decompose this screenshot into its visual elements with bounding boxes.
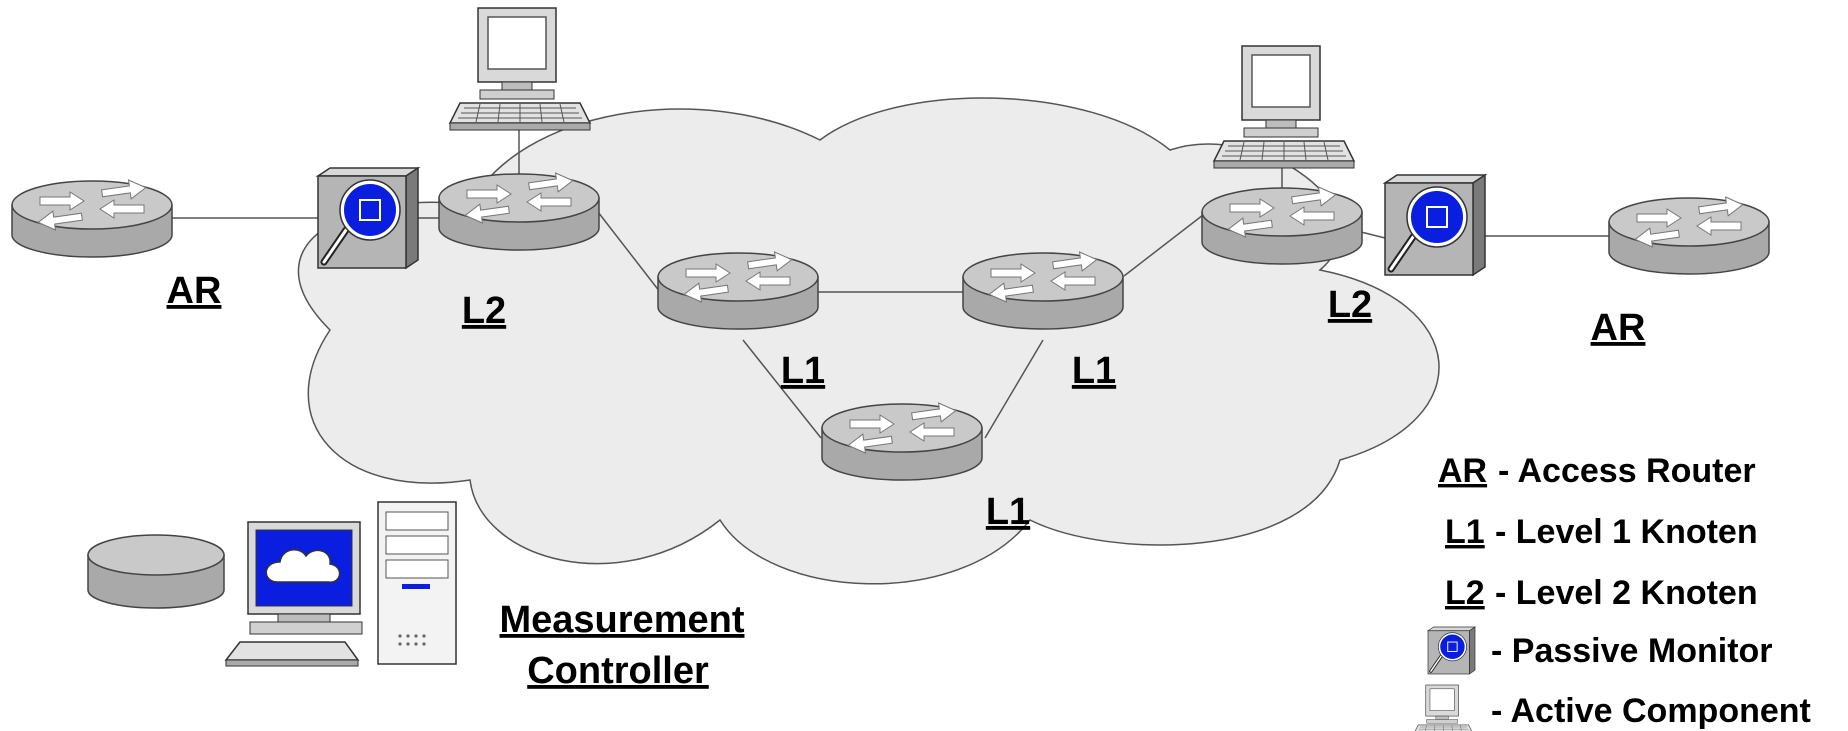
legend: AR - Access Router L1 - Level 1 Knoten L… [1413, 452, 1811, 731]
label-l2-right: L2 [1328, 284, 1372, 326]
router-l2-right [1201, 184, 1363, 265]
legend-desc-ar: - Access Router [1498, 452, 1756, 490]
router-l1-top-right [962, 249, 1124, 330]
legend-desc-l2: - Level 2 Knoten [1495, 574, 1758, 612]
measurement-controller-tower [377, 501, 457, 665]
legend-key-ar: AR [1438, 452, 1487, 490]
workstation-icon-right [1213, 45, 1355, 169]
label-l2-left: L2 [462, 290, 506, 332]
label-l1-top-left: L1 [781, 350, 825, 392]
router-l1-top-left [657, 249, 819, 330]
network-cloud [297, 97, 1440, 585]
router-l1-bottom [821, 400, 983, 481]
legend-desc-passive-monitor: - Passive Monitor [1491, 632, 1773, 670]
measurement-controller-disk [87, 534, 225, 609]
router-ar-left [11, 177, 173, 258]
cloud-icon [265, 549, 341, 583]
workstation-icon-left [449, 7, 591, 131]
legend-key-l2: L2 [1445, 574, 1485, 612]
legend-desc-active-component: - Active Component [1491, 692, 1811, 730]
legend-desc-l1: - Level 1 Knoten [1495, 513, 1758, 551]
label-l1-top-right: L1 [1072, 350, 1116, 392]
label-ar-right: AR [1591, 307, 1646, 349]
measurement-controller-pc [224, 521, 363, 667]
label-ar-left: AR [167, 270, 222, 312]
passive-monitor-icon [1426, 625, 1477, 676]
passive-monitor-right [1385, 175, 1485, 275]
workstation-icon [1413, 684, 1474, 731]
controller-label-line1: Measurement [500, 599, 745, 641]
label-l1-bottom: L1 [986, 491, 1030, 533]
router-l2-left [438, 170, 600, 251]
controller-label-line2: Controller [527, 650, 709, 692]
passive-monitor-left [318, 168, 418, 268]
legend-key-l1: L1 [1445, 513, 1485, 551]
router-ar-right [1608, 194, 1770, 275]
